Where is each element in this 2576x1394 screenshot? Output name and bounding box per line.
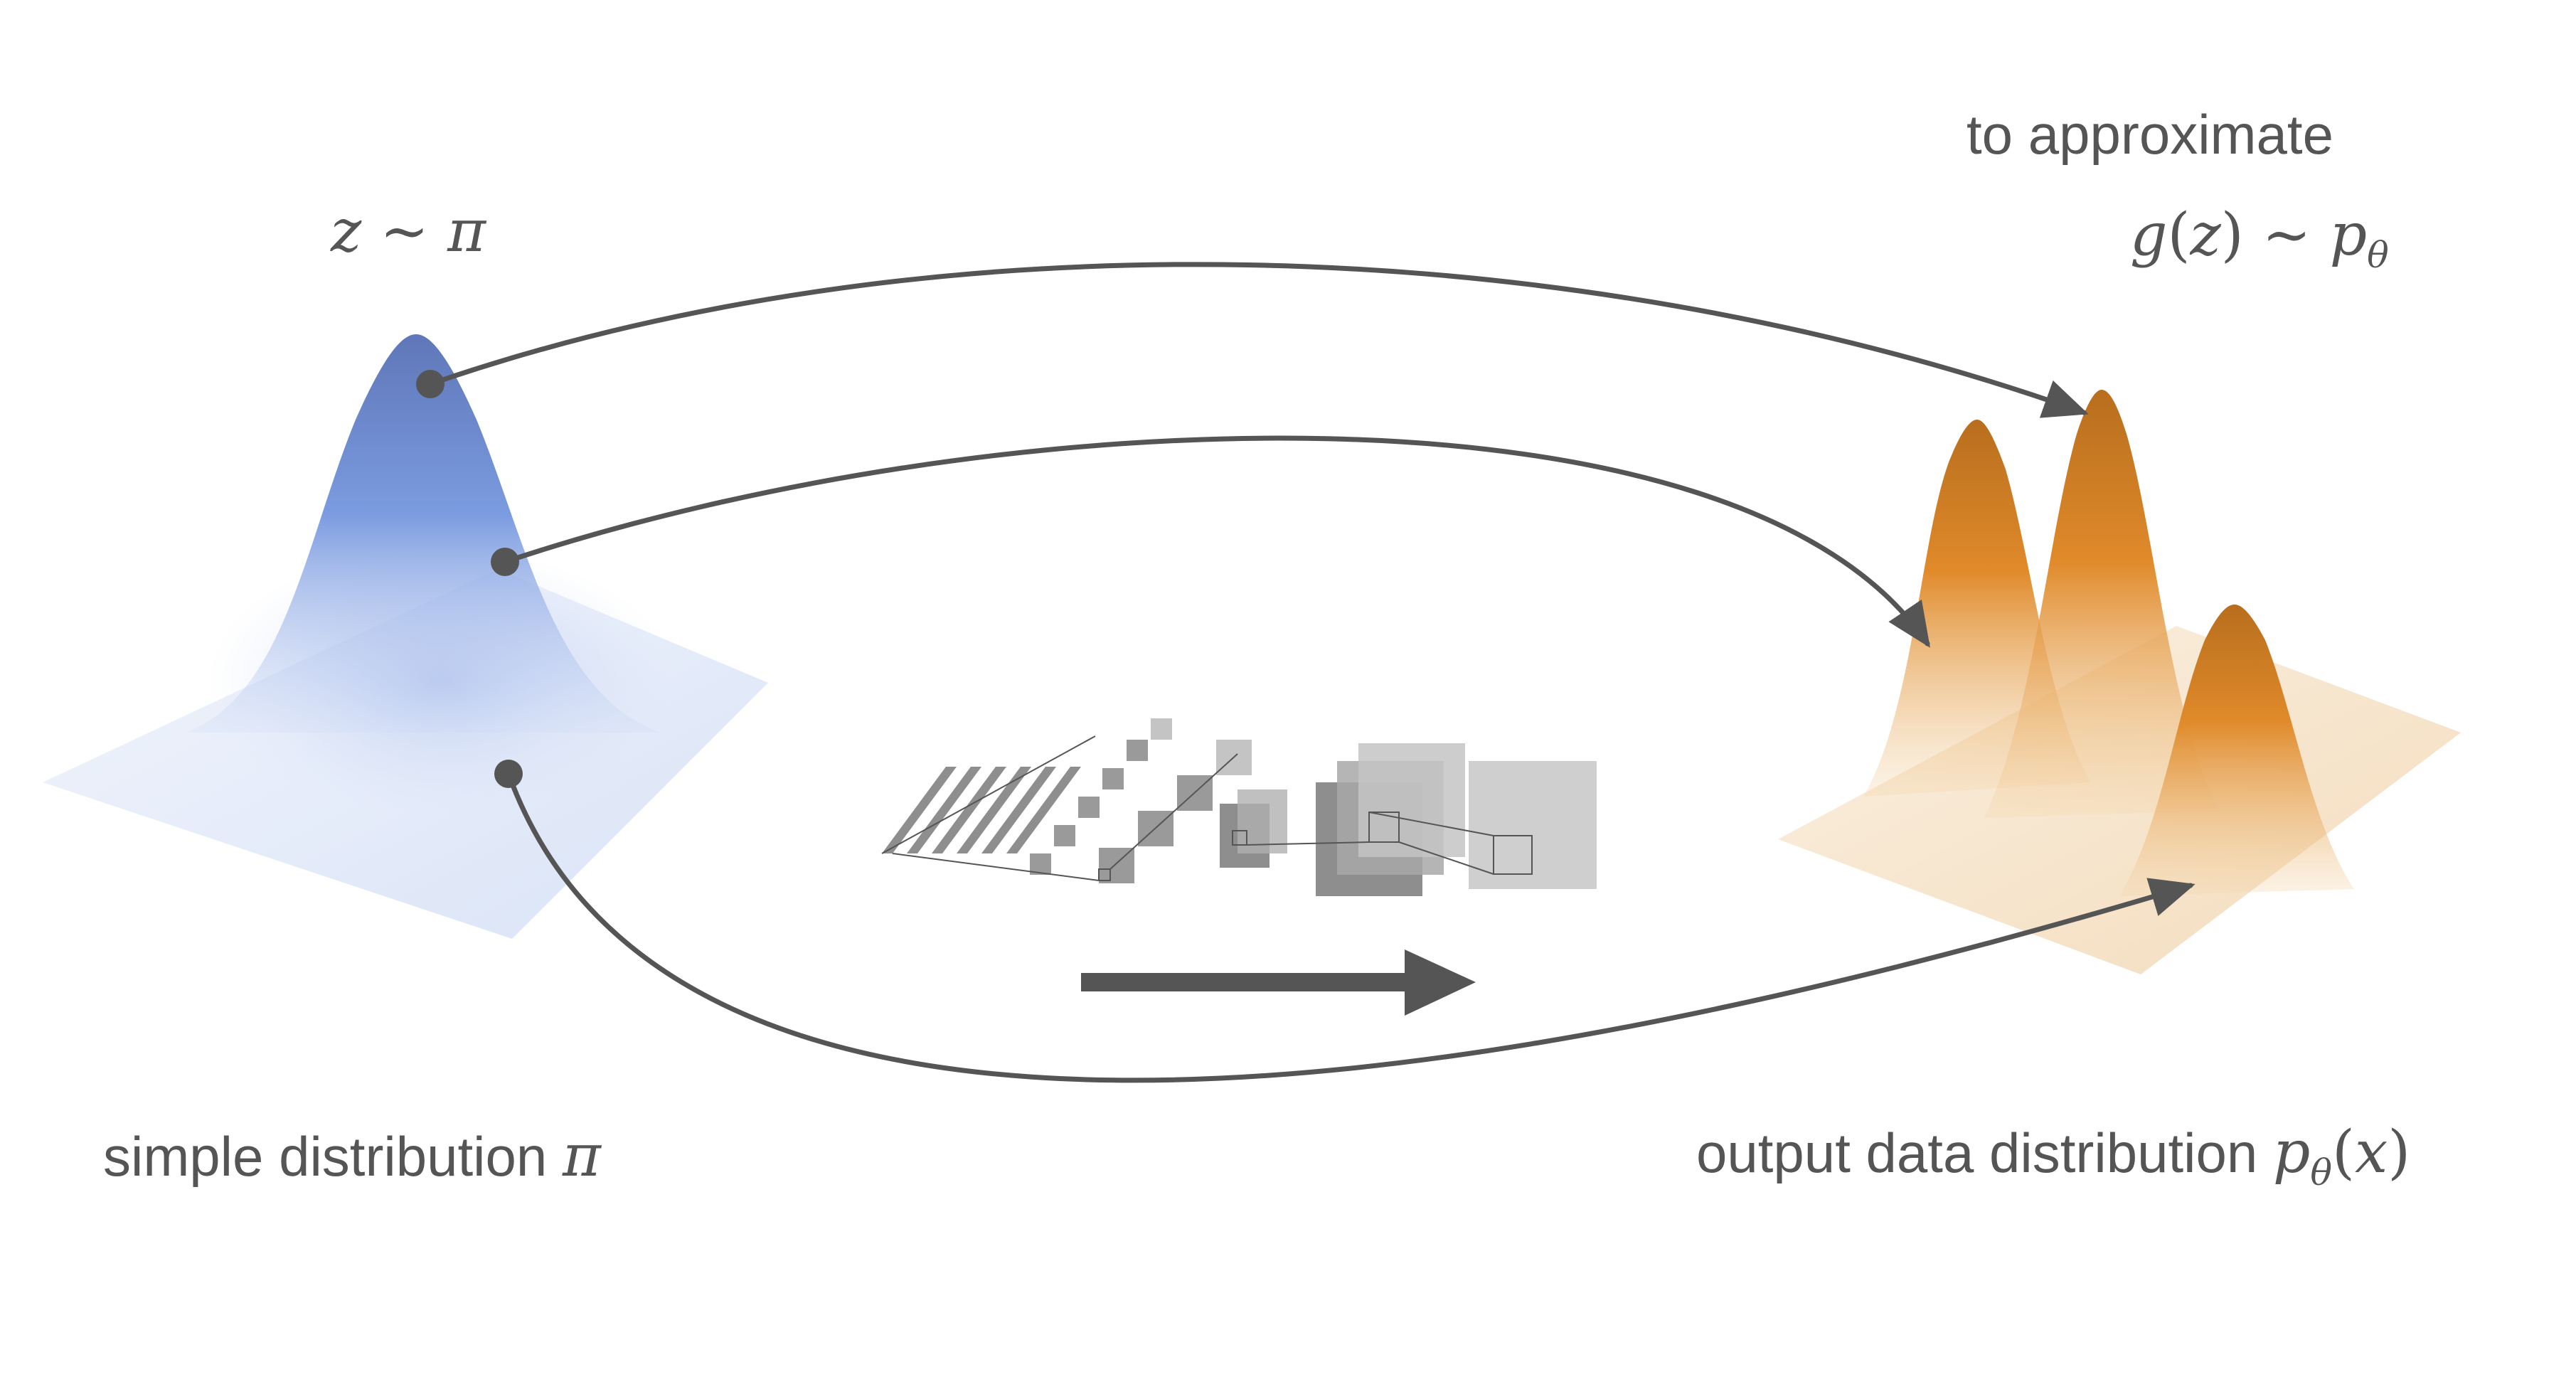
sample-dot-bottom (494, 760, 523, 788)
simple-distribution-label: simple distribution π (103, 1122, 601, 1190)
mixture-surface (1778, 390, 2461, 974)
to-approximate-label: to approximate (1966, 103, 2333, 166)
network-layer-3 (1220, 789, 1287, 868)
generator-output-label: g(z) ∼ pθ (2130, 201, 2389, 276)
flow-arrow (1081, 949, 1476, 1016)
neural-network-icon (881, 718, 1597, 896)
sample-dot-top (416, 370, 445, 398)
mapping-arrow-bottom (506, 771, 2196, 1083)
network-connectors (881, 735, 1533, 881)
mapping-dots (416, 370, 523, 788)
network-input-stripes (882, 767, 1081, 853)
latent-sample-label: z ∼ π (331, 198, 486, 265)
gaussian-surface (43, 334, 768, 939)
mixture-peak-middle (1984, 390, 2219, 818)
mapping-arrows (427, 262, 2196, 1083)
sample-dot-middle (491, 548, 519, 576)
network-layer-4 (1316, 743, 1465, 896)
network-layer-1 (1030, 718, 1172, 875)
output-distribution-label: output data distribution pθ(x) (1696, 1119, 2411, 1193)
mixture-peak-right (2119, 605, 2354, 896)
mapping-arrow-middle (502, 435, 1930, 648)
mapping-arrow-top (427, 262, 2089, 418)
gaussian-peak (185, 334, 661, 733)
